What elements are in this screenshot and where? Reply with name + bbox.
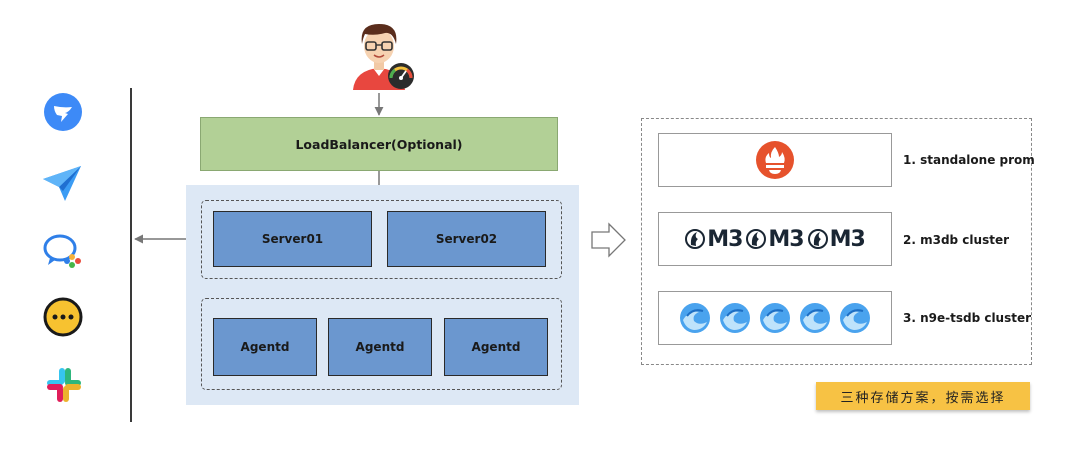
storage-note-text: 三种存储方案，按需选择 (840, 390, 1006, 406)
m3-mark-icon (746, 229, 767, 249)
agent2-node: Agentd (328, 318, 432, 376)
server01-node: Server01 (213, 211, 372, 267)
agent3-label: Agentd (471, 340, 521, 354)
user-avatar-icon (345, 18, 415, 90)
n9e-tsdb-icon (800, 303, 830, 333)
n9e-tsdb-cluster-label: 3. n9e-tsdb cluster (903, 311, 1032, 325)
server02-node: Server02 (387, 211, 546, 267)
agent1-label: Agentd (240, 340, 290, 354)
m3-logo-3: M3 (807, 227, 866, 252)
m3-logo-1: M3 (685, 227, 743, 252)
storage-options-panel (641, 118, 1032, 365)
chat-bubble-icon (43, 297, 83, 337)
server-group (201, 200, 562, 279)
standalone-prom-box (658, 133, 892, 187)
agent-group (201, 298, 562, 390)
m3-logo-2: M3 (746, 227, 805, 252)
prometheus-icon (756, 141, 794, 179)
dingtalk-icon (43, 92, 83, 132)
agent1-node: Agentd (213, 318, 317, 376)
agent2-label: Agentd (355, 340, 405, 354)
slack-icon (45, 366, 83, 404)
wecom-icon (42, 231, 84, 271)
load-balancer-label: LoadBalancer(Optional) (295, 136, 463, 152)
server02-label: Server02 (435, 232, 498, 246)
n9e-tsdb-icon (720, 303, 750, 333)
n9e-tsdb-icon (840, 303, 870, 333)
m3db-cluster-label: 2. m3db cluster (903, 233, 1010, 247)
server01-label: Server01 (261, 232, 324, 246)
load-balancer-box: LoadBalancer(Optional) (200, 117, 558, 171)
agent3-node: Agentd (444, 318, 548, 376)
n9e-tsdb-cluster-box (658, 291, 892, 345)
n9e-tsdb-icon (760, 303, 790, 333)
storage-note: 三种存储方案，按需选择 (816, 382, 1030, 410)
m3db-cluster-box: M3 M3 M3 (658, 212, 892, 266)
to-storage-arrow (591, 222, 626, 258)
n9e-tsdb-icon (680, 303, 710, 333)
m3-mark-icon (807, 229, 828, 249)
standalone-prom-label: 1. standalone prom (903, 153, 1035, 167)
feishu-icon (41, 163, 83, 203)
m3-mark-icon (685, 229, 706, 249)
